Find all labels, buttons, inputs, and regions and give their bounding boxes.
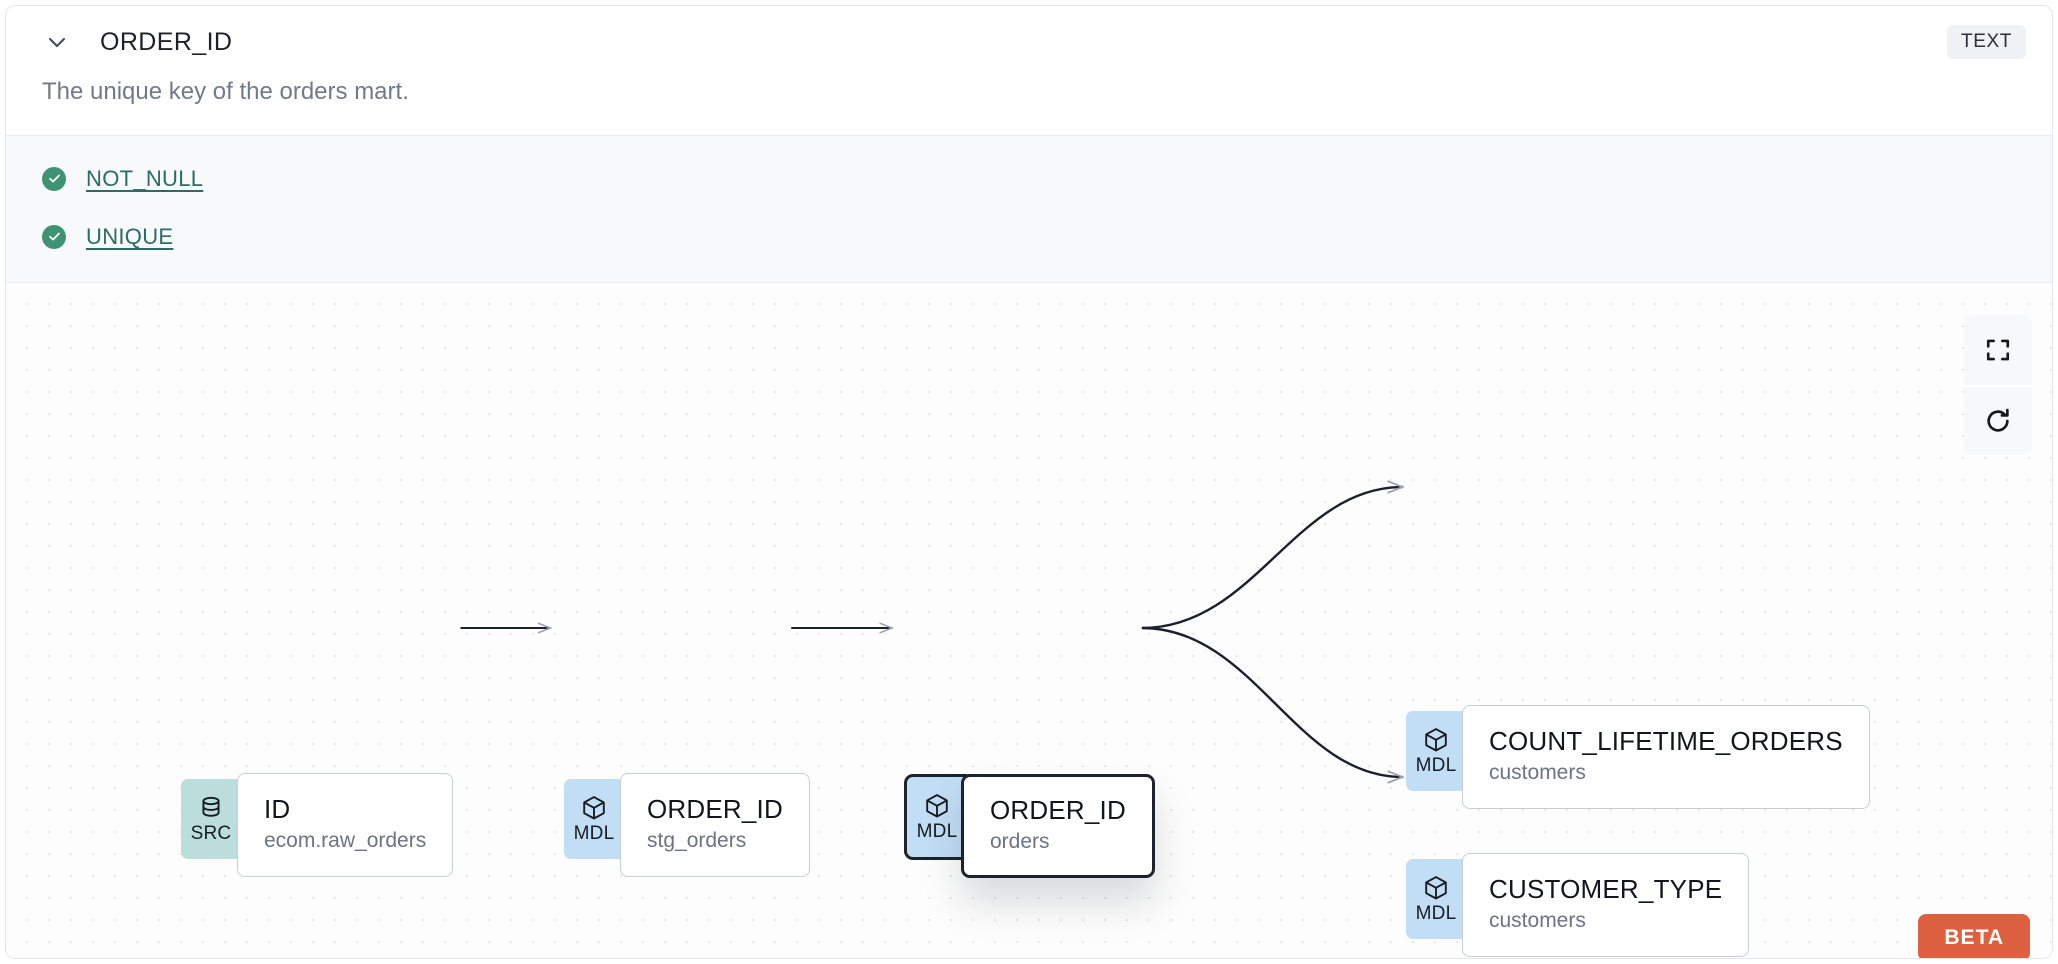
graph-toolbar: [1964, 314, 2032, 455]
mdl-badge-label: MDL: [573, 823, 615, 845]
node-resource-name: customers: [1489, 908, 1586, 932]
page-title: ORDER_ID: [100, 27, 233, 56]
cube-icon: [926, 794, 948, 818]
node-column-name: ORDER_ID: [647, 793, 783, 824]
lineage-node-mdl-count-lifetime-orders[interactable]: MDL COUNT_LIFETIME_ORDERS customers: [1406, 704, 1870, 809]
refresh-icon: [1987, 408, 2009, 432]
cube-icon: [583, 796, 605, 820]
node-body: ID ecom.raw_orders: [237, 772, 454, 877]
node-resource-name: orders: [990, 829, 1050, 853]
reset-button[interactable]: [1964, 384, 2032, 455]
node-body: CUSTOMER_TYPE customers: [1462, 852, 1750, 957]
card-header: ORDER_ID TEXT: [6, 6, 2052, 78]
node-body: COUNT_LIFETIME_ORDERS customers: [1462, 704, 1870, 809]
tests-section: NOT_NULL UNIQUE: [6, 134, 2052, 283]
node-body: ORDER_ID orders: [961, 773, 1155, 878]
check-circle-icon: [42, 224, 66, 249]
check-circle-icon: [42, 166, 66, 191]
node-body: ORDER_ID stg_orders: [620, 772, 810, 877]
node-resource-name: stg_orders: [647, 828, 747, 852]
lineage-graph[interactable]: SRC ID ecom.raw_orders MDL ORDER_ID stg_…: [6, 282, 2052, 958]
lineage-node-mdl-stg-orders[interactable]: MDL ORDER_ID stg_orders: [564, 772, 810, 877]
node-column-name: CUSTOMER_TYPE: [1489, 873, 1723, 904]
column-detail-card: ORDER_ID TEXT The unique key of the orde…: [5, 5, 2053, 959]
edge-orders-to-count-lifetime-orders: [1141, 487, 1403, 629]
node-resource-name: ecom.raw_orders: [264, 828, 427, 852]
node-column-name: ORDER_ID: [990, 794, 1126, 825]
test-link-not-null[interactable]: NOT_NULL: [86, 165, 204, 191]
column-type-badge: TEXT: [1947, 25, 2026, 59]
database-icon: [202, 797, 220, 818]
cube-icon: [1425, 728, 1447, 752]
mdl-badge: MDL: [904, 773, 967, 860]
node-column-name: COUNT_LIFETIME_ORDERS: [1489, 725, 1843, 756]
src-badge-label: SRC: [190, 823, 232, 845]
test-row: UNIQUE: [42, 218, 2016, 256]
mdl-badge: MDL: [1406, 858, 1466, 939]
node-resource-name: customers: [1489, 760, 1586, 784]
edge-orders-to-customer-type: [1141, 626, 1403, 777]
cube-icon: [1425, 876, 1447, 900]
fit-view-button[interactable]: [1964, 314, 2032, 385]
lineage-node-mdl-orders[interactable]: MDL ORDER_ID orders: [904, 773, 1155, 878]
lineage-node-mdl-customer-type[interactable]: MDL CUSTOMER_TYPE customers: [1406, 852, 1750, 957]
src-badge: SRC: [181, 778, 241, 859]
lineage-node-src-id[interactable]: SRC ID ecom.raw_orders: [181, 772, 454, 877]
test-link-unique[interactable]: UNIQUE: [86, 223, 174, 249]
chevron-down-icon[interactable]: [42, 27, 72, 57]
mdl-badge: MDL: [1406, 710, 1466, 791]
column-description: The unique key of the orders mart.: [42, 78, 409, 105]
node-column-name: ID: [264, 793, 291, 824]
mdl-badge-label: MDL: [1415, 903, 1457, 925]
test-row: NOT_NULL: [42, 160, 2016, 198]
fit-view-icon: [1986, 339, 2010, 361]
mdl-badge: MDL: [564, 778, 624, 859]
mdl-badge-label: MDL: [916, 821, 958, 843]
mdl-badge-label: MDL: [1415, 755, 1457, 777]
beta-badge[interactable]: BETA: [1918, 913, 2030, 958]
